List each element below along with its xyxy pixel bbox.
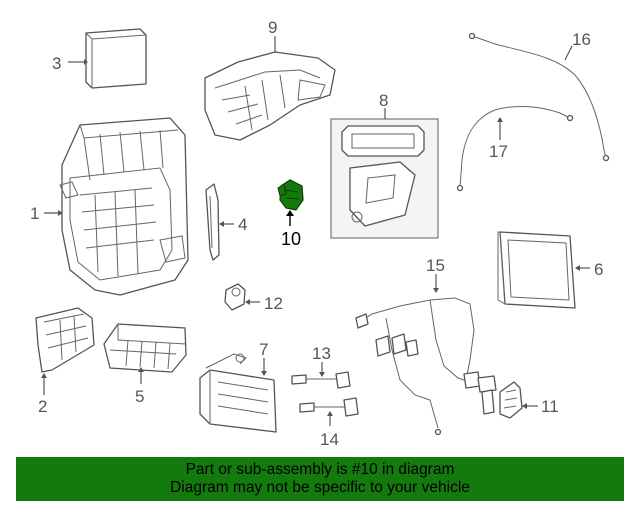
part-13-sensor-lead: 13 xyxy=(291,344,351,389)
part-16-cable: 16 xyxy=(468,30,610,162)
callout-9: 9 xyxy=(268,18,277,37)
part-14-sensor-lead: 14 xyxy=(299,397,359,449)
part-5-housing-tray: 5 xyxy=(103,323,187,406)
callout-10: 10 xyxy=(281,229,301,249)
part-2-bracket: 2 xyxy=(35,307,95,416)
callout-8: 8 xyxy=(379,91,388,110)
part-17-cable: 17 xyxy=(456,105,574,192)
callout-1: 1 xyxy=(30,204,39,223)
callout-2: 2 xyxy=(38,397,47,416)
part-6-filter-frame: 6 xyxy=(497,231,603,309)
part-9-upper-duct: 9 xyxy=(204,18,336,141)
part-12-sensor: 12 xyxy=(224,283,283,313)
callout-4: 4 xyxy=(238,215,247,234)
part-4-door: 4 xyxy=(205,183,247,261)
banner-line-1: Part or sub-assembly is #10 in diagram xyxy=(185,461,455,478)
banner-line-2: Diagram may not be specific to your vehi… xyxy=(170,479,470,496)
part-3-cabin-filter: 3 xyxy=(52,28,147,89)
callout-12: 12 xyxy=(264,294,283,313)
callout-6: 6 xyxy=(594,260,603,279)
callout-7: 7 xyxy=(259,340,268,359)
callout-5: 5 xyxy=(135,387,144,406)
part-15-wiring-harness: 15 xyxy=(355,256,497,436)
callout-3: 3 xyxy=(52,54,61,73)
part-8-inset-box: 8 xyxy=(330,91,439,239)
callout-16: 16 xyxy=(572,30,591,49)
callout-14: 14 xyxy=(320,430,339,449)
part-7-heater-core: 7 xyxy=(199,340,277,433)
callout-17: 17 xyxy=(489,142,508,161)
callout-15: 15 xyxy=(426,256,445,275)
part-11-connector: 11 xyxy=(499,381,559,419)
part-10-actuator: 10 xyxy=(277,179,304,249)
fitment-banner: Part or sub-assembly is #10 in diagram D… xyxy=(16,457,624,501)
part-1-hvac-housing: 1 xyxy=(30,117,189,296)
callout-11: 11 xyxy=(541,397,559,416)
callout-13: 13 xyxy=(312,344,331,363)
parts-diagram: 3 9 16 17 8 xyxy=(30,18,610,449)
